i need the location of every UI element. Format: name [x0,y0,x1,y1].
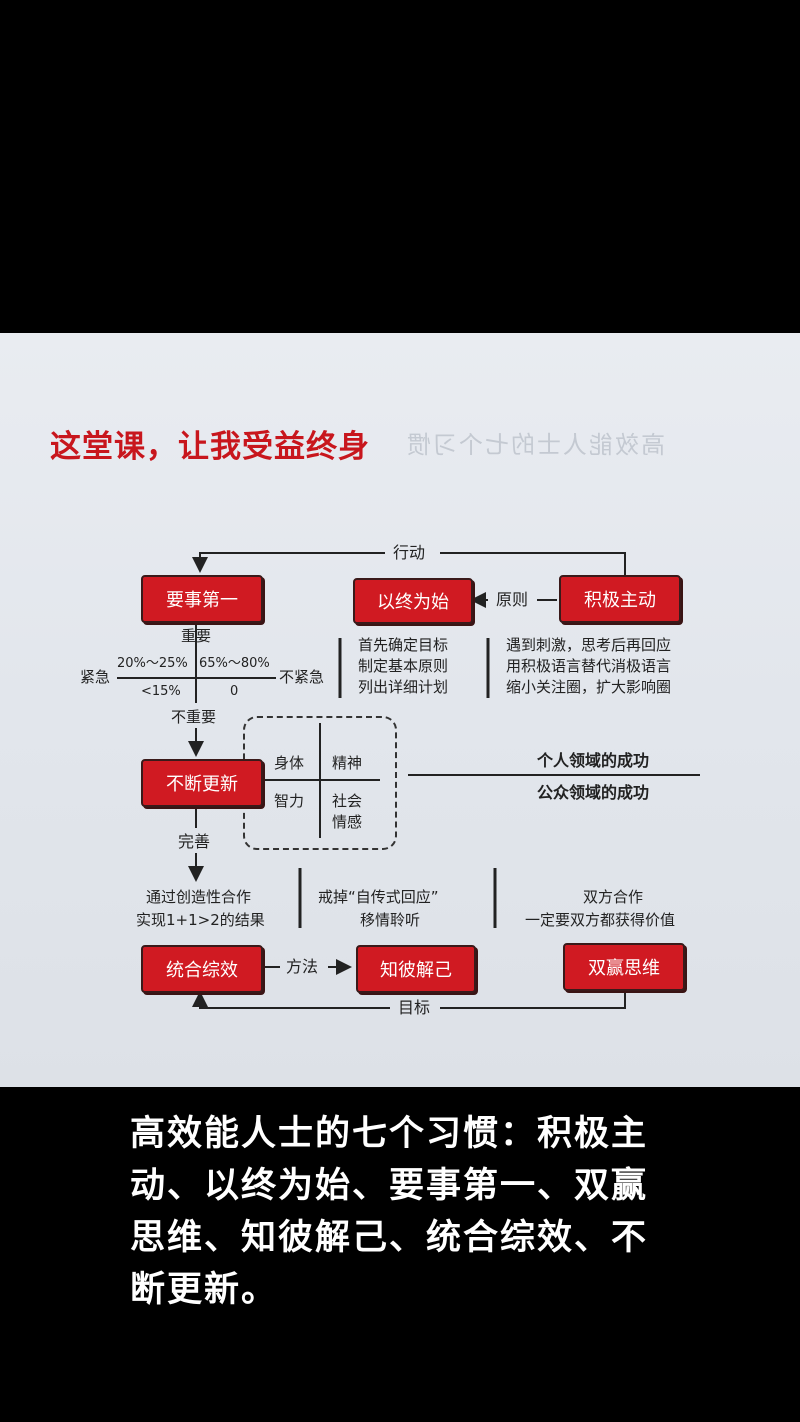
renewal-body: 身体 [274,754,305,772]
page-title: 这堂课，让我受益终身 [50,429,370,465]
note-begin-end-2: 制定基本原则 [358,657,449,675]
note-proactive-3: 缩小关注圈，扩大影响圈 [506,678,672,696]
note-winwin-2: 一定要双方都获得价值 [525,911,676,929]
caption-subtitle: 高效能人士的七个习惯：积极主动、以终为始、要事第一、双赢思维、知彼解己、统合综效… [130,1113,649,1310]
note-understand-2: 移情聆听 [360,911,421,929]
note-understand-1: 戒掉“自传式回应” [318,888,439,906]
habit-priority: 要事第一 [141,575,263,623]
connector-lines [117,552,700,1009]
matrix-q4: 0 [230,684,239,699]
habit-renewal: 不断更新 [141,759,263,807]
habit-proactive: 积极主动 [559,575,681,623]
label-action: 行动 [393,543,426,562]
matrix-important: 重要 [181,627,212,645]
habit-winwin: 双赢思维 [563,943,685,991]
label-perfect: 完善 [178,832,211,851]
label-method: 方法 [286,957,319,976]
habit-begin-end: 以终为始 [353,578,473,624]
renewal-spirit: 精神 [332,754,363,772]
renewal-grid-frame [243,716,397,850]
matrix-q1: 20%～25% [117,656,188,671]
matrix-q3: <15% [141,684,181,699]
renewal-social: 社会 [332,792,363,810]
habit-understand: 知彼解己 [356,945,476,993]
matrix-not-important: 不重要 [171,708,217,726]
matrix-q2: 65%～80% [199,656,270,671]
success-personal: 个人领域的成功 [537,751,650,770]
renewal-mind: 智力 [274,792,305,810]
label-goal: 目标 [398,998,431,1017]
note-begin-end-3: 列出详细计划 [358,678,449,696]
note-begin-end-1: 首先确定目标 [358,636,449,654]
matrix-urgent: 紧急 [80,668,111,686]
note-proactive-2: 用积极语言替代消极语言 [506,657,672,675]
renewal-emotion: 情感 [332,813,363,831]
note-synergy-1: 通过创造性合作 [146,888,252,906]
note-winwin-1: 双方合作 [583,888,644,906]
note-synergy-2: 实现1+1>2的结果 [136,911,265,929]
book-page-photo: 这堂课，让我受益终身 高效能人士的七个习惯 [0,333,800,1087]
matrix-not-urgent: 不紧急 [279,668,325,686]
success-public: 公众领域的成功 [537,783,650,802]
habit-synergy: 统合综效 [141,945,263,993]
label-principle: 原则 [496,590,529,609]
note-proactive-1: 遇到刺激，思考后再回应 [506,636,672,654]
